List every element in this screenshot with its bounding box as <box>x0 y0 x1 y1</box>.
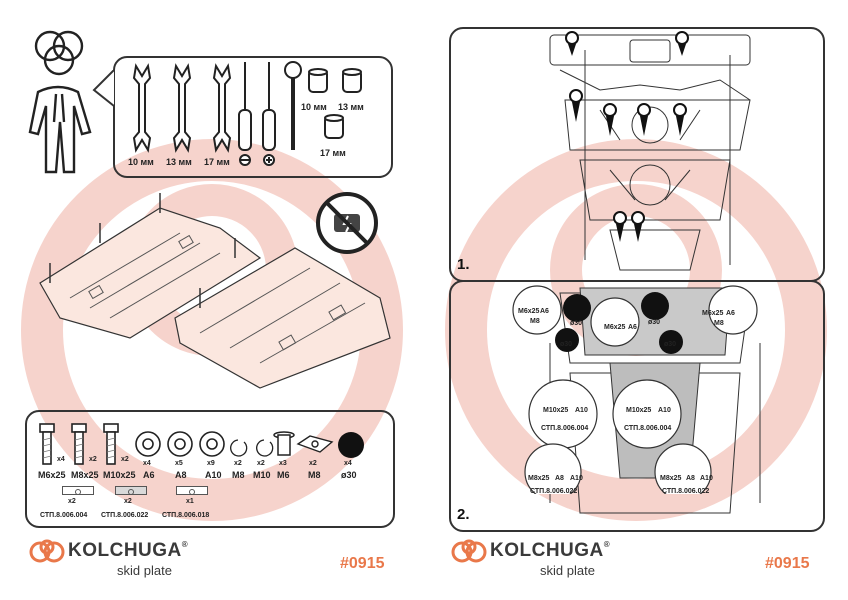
callout-bl-bolt: M10x25 <box>543 407 569 414</box>
kolchuga-logo-icon <box>29 539 65 563</box>
callout-lr-washer2: A10 <box>700 475 713 482</box>
ring-label-2: M10 <box>253 470 271 480</box>
kolchuga-logo-icon-right <box>451 539 487 563</box>
callout-br-code: СТП.8.006.004 <box>624 425 672 432</box>
bracket-code-3: СТП.8.006.018 <box>162 512 210 519</box>
brand-name: KOLCHUGA® <box>68 540 189 561</box>
speech-pointer <box>92 70 115 107</box>
brand-name-right: KOLCHUGA® <box>490 540 611 561</box>
callout-ml-washer: A6 <box>628 324 637 331</box>
no-engine-running-icon <box>316 192 378 254</box>
callout-br-bolt: M10x25 <box>626 407 652 414</box>
bracket-1-icon <box>62 486 94 495</box>
wrench-size-13: 13 мм <box>166 157 192 167</box>
bracket-qty-3: x1 <box>186 498 194 505</box>
brand-subtitle-right: skid plate <box>540 563 595 578</box>
callout-br-washer: A10 <box>658 407 671 414</box>
parts-panel <box>25 410 395 528</box>
tools-panel <box>113 56 393 178</box>
callout-tl-ring: M8 <box>530 318 540 325</box>
socket-size-10: 10 мм <box>301 102 327 112</box>
washer-icon <box>135 431 225 457</box>
callout-bl-code: СТП.8.006.004 <box>541 425 589 432</box>
callout-lr-code: СТП.8.006.022 <box>662 488 710 495</box>
hole-label-3: ø30 <box>560 341 573 348</box>
bolt-qty-3: x2 <box>121 456 129 463</box>
step2-panel <box>449 280 825 532</box>
callout-bl-washer: A10 <box>575 407 588 414</box>
bolt-label-2: M8x25 <box>71 470 99 480</box>
washer-label-3: A10 <box>205 470 222 480</box>
clip-label: M8 <box>308 470 321 480</box>
hole-label-2: ø30 <box>648 319 661 326</box>
bracket-code-2: СТП.8.006.022 <box>101 512 149 519</box>
mechanic-figure-icon <box>28 30 92 174</box>
callout-tr-washer: A6 <box>726 310 735 317</box>
bolt-label-3: M10x25 <box>103 470 136 480</box>
clip-nut-icon <box>296 435 334 453</box>
nut-label: M6 <box>277 470 290 480</box>
bolt-icon <box>39 423 119 465</box>
callout-ll-bolt: M8x25 <box>528 475 550 482</box>
bracket-qty-2: x2 <box>124 498 132 505</box>
bolt-label-1: M6x25 <box>38 470 66 480</box>
brand-subtitle: skid plate <box>117 563 172 578</box>
wrench-size-10: 10 мм <box>128 157 154 167</box>
callout-tr-bolt: M6x25 <box>702 310 724 317</box>
step2-washer-callouts <box>512 285 758 494</box>
washer-qty-1: x4 <box>143 460 151 467</box>
product-code-right: #0915 <box>765 555 810 572</box>
bolt-qty-2: x2 <box>89 456 97 463</box>
washer-qty-3: x9 <box>207 460 215 467</box>
spring-ring-icon <box>230 439 274 457</box>
product-code-left: #0915 <box>340 555 385 572</box>
washer-label-1: A6 <box>143 470 155 480</box>
socket-size-17: 17 мм <box>320 148 346 158</box>
callout-lr-bolt: M8x25 <box>660 475 682 482</box>
hole-label-1: ø30 <box>570 320 583 327</box>
ring-qty-1: x2 <box>234 460 242 467</box>
callout-lr-washer: A8 <box>686 475 695 482</box>
wrench-size-17: 17 мм <box>204 157 230 167</box>
bracket-qty-1: x2 <box>68 498 76 505</box>
washer-qty-2: x5 <box>175 460 183 467</box>
clip-qty: x2 <box>309 460 317 467</box>
wrench-icon <box>132 63 232 153</box>
engine-bay-diagram <box>549 31 751 271</box>
callout-ll-washer: A8 <box>555 475 564 482</box>
nut-qty: x3 <box>279 460 287 467</box>
ring-qty-2: x2 <box>257 460 265 467</box>
bracket-3-icon <box>176 486 208 495</box>
bolt-qty-1: x4 <box>57 456 65 463</box>
callout-tl-bolt: M6x25 <box>518 308 540 315</box>
step2-number: 2. <box>457 506 470 523</box>
callout-ll-code: СТП.8.006.022 <box>530 488 578 495</box>
washer-label-2: A8 <box>175 470 187 480</box>
socket-size-13: 13 мм <box>338 102 364 112</box>
plug-qty: x4 <box>344 460 352 467</box>
rivet-nut-icon <box>273 431 295 456</box>
socket-icon <box>308 68 362 139</box>
rubber-plug-icon <box>338 432 364 458</box>
callout-ml-bolt: M6x25 <box>604 324 626 331</box>
bracket-2-icon <box>115 486 147 495</box>
screwdriver-icon <box>238 61 302 166</box>
callout-tr-ring: M8 <box>714 320 724 327</box>
hole-label-4: ø30 <box>664 341 677 348</box>
step1-number: 1. <box>457 256 470 273</box>
bracket-code-1: СТП.8.006.004 <box>40 512 88 519</box>
callout-tl-washer: A6 <box>540 308 549 315</box>
skid-plate-exploded-view <box>39 193 391 389</box>
callout-ll-washer2: A10 <box>570 475 583 482</box>
plug-label: ø30 <box>341 470 357 480</box>
ring-label-1: M8 <box>232 470 245 480</box>
